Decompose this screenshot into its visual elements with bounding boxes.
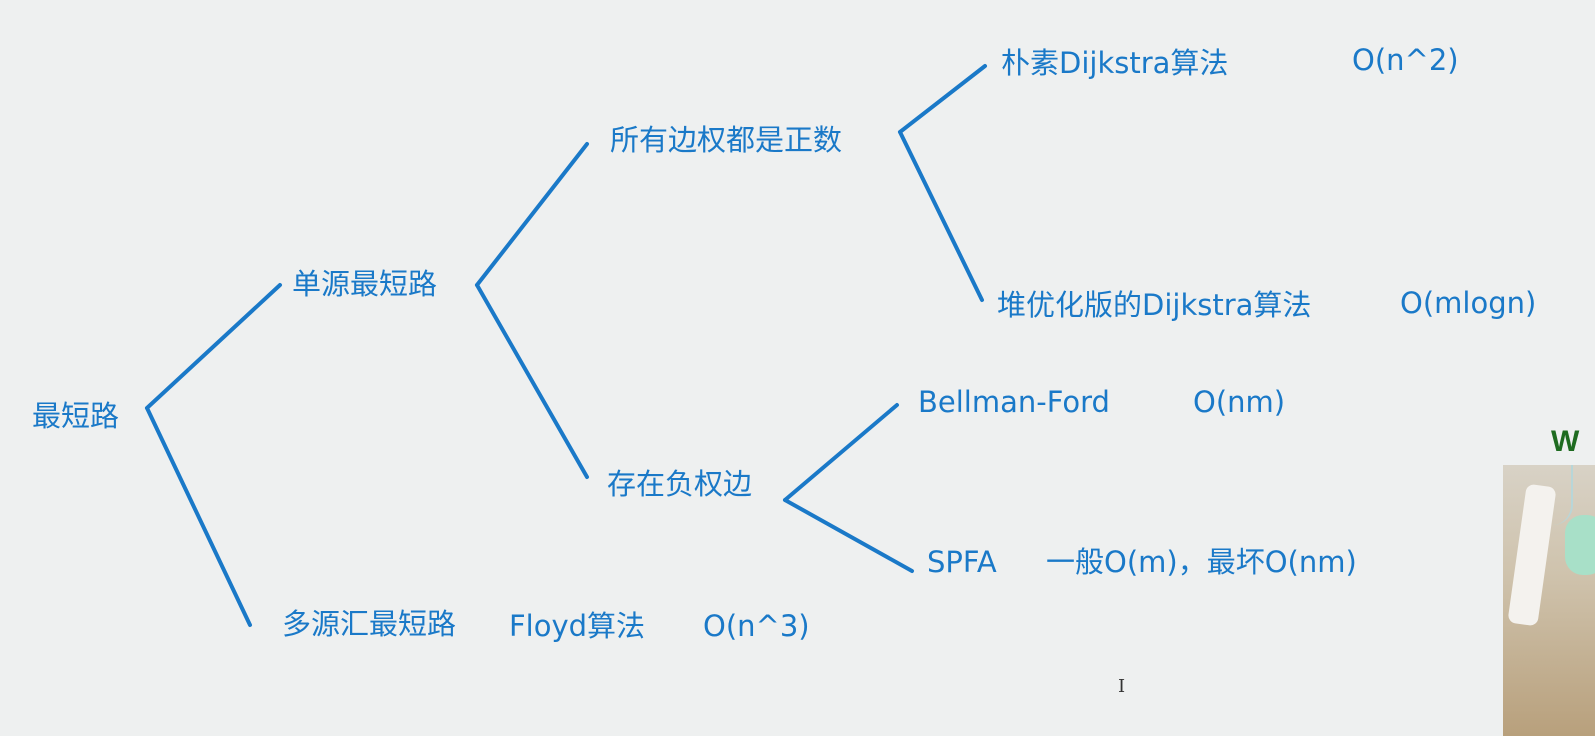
presenter-arm: [1507, 483, 1557, 627]
spfa-complexity: 一般O(m)，最坏O(nm): [1046, 545, 1357, 579]
node-root: 最短路: [32, 399, 120, 433]
node-single-source: 单源最短路: [292, 267, 438, 301]
edge-negative-to-bellman-ford: [783, 403, 899, 502]
edge-negative-to-spfa: [783, 498, 914, 573]
edge-root-to-multi-source: [145, 406, 252, 627]
desk-toy: [1565, 515, 1595, 575]
naive-dijkstra-label: 朴素Dijkstra算法: [1001, 46, 1229, 80]
cable-decoration: [1541, 465, 1573, 525]
bellman-ford-complexity: O(nm): [1193, 385, 1286, 419]
edge-positive-to-heap-dijkstra: [898, 130, 984, 302]
spfa-label: SPFA: [927, 545, 997, 579]
edge-single-source-to-positive: [475, 142, 589, 287]
webcam-overlay-text: W: [1551, 425, 1580, 458]
heap-dijkstra-label: 堆优化版的Dijkstra算法: [997, 288, 1312, 322]
floyd-algorithm-label: Floyd算法: [509, 609, 646, 643]
node-negative-weights: 存在负权边: [607, 467, 753, 501]
text-cursor-icon: I: [1118, 676, 1126, 697]
node-positive-weights: 所有边权都是正数: [610, 123, 843, 157]
edge-root-to-single-source: [145, 283, 282, 410]
node-multi-source: 多源汇最短路: [282, 607, 457, 641]
edge-positive-to-naive-dijkstra: [898, 64, 987, 134]
webcam-overlay: [1503, 465, 1595, 736]
edge-single-source-to-negative: [475, 283, 589, 479]
bellman-ford-label: Bellman-Ford: [918, 385, 1110, 419]
floyd-complexity: O(n^3): [703, 609, 810, 643]
heap-dijkstra-complexity: O(mlogn): [1400, 286, 1537, 320]
naive-dijkstra-complexity: O(n^2): [1352, 43, 1459, 77]
